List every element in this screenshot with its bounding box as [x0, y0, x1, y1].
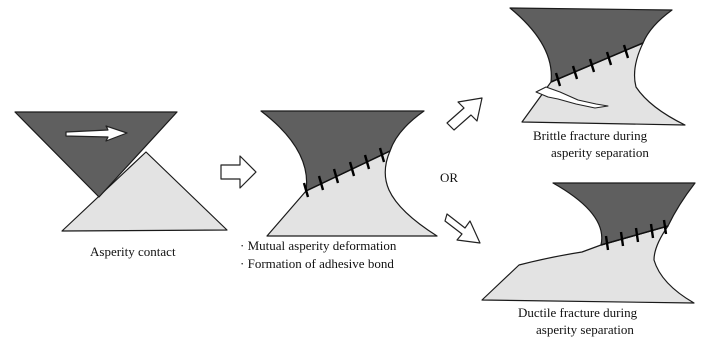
asperity-contact-label: Asperity contact [90, 244, 176, 259]
ductile-fracture-label-line-1: Ductile fracture during [518, 305, 638, 320]
lower-asperity [521, 42, 686, 126]
adhesive-junction-line [305, 150, 391, 192]
ductile-fracture-panel: Ductile fracture during asperity separat… [481, 182, 696, 337]
sliding-direction-arrow [65, 125, 128, 142]
brittle-fracture-panel: Brittle fracture during asperity separat… [509, 7, 686, 160]
lower-asperity [481, 225, 695, 304]
process-arrow-1 [220, 155, 257, 189]
adhesive-bond-ticks [604, 219, 668, 251]
adhesive-bond-bullet: · Formation of adhesive bond [240, 256, 394, 271]
asperity-contact-panel: Asperity contact [14, 111, 228, 259]
ductile-fracture-label-line-2: asperity separation [536, 322, 634, 337]
adhesive-bond-ticks [554, 44, 630, 87]
mutual-deformation-bullet: · Mutual asperity deformation [240, 238, 397, 253]
process-arrow-brittle [446, 97, 483, 131]
or-label: OR [440, 170, 458, 185]
deformation-panel: · Mutual asperity deformation · Formatio… [240, 110, 438, 271]
lower-asperity [266, 150, 438, 237]
adhesive-junction-line [600, 225, 669, 246]
brittle-fracture-label-line-2: asperity separation [551, 145, 649, 160]
adhesive-junction-line [550, 42, 644, 83]
process-arrow-ductile [444, 213, 481, 244]
upper-asperity [14, 111, 178, 198]
upper-asperity [552, 182, 696, 246]
brittle-fracture-label-line-1: Brittle fracture during [533, 128, 648, 143]
adhesive-bond-ticks [302, 147, 386, 198]
brittle-crack [535, 86, 609, 109]
